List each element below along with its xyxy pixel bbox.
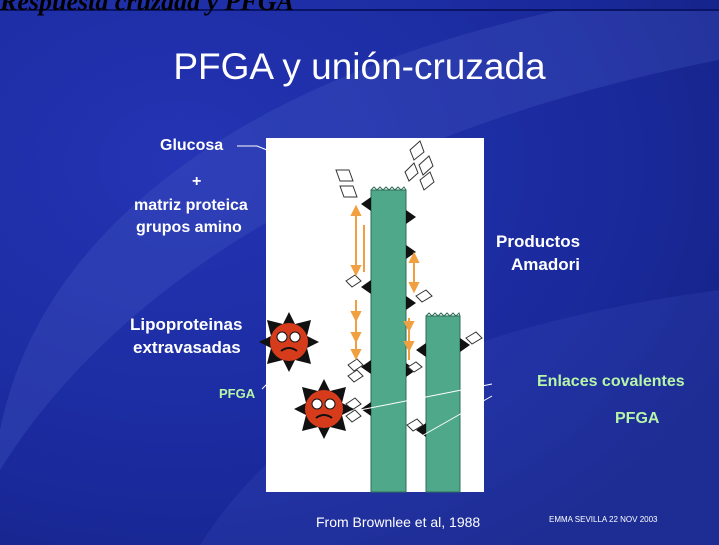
slide-title: PFGA y unión-cruzada: [173, 46, 546, 87]
label-productos: Productos: [496, 232, 581, 251]
label-matriz: matriz proteica: [134, 197, 248, 214]
label-pfga-right: PFGA: [615, 410, 660, 427]
label-enlaces: Enlaces covalentes: [537, 373, 685, 390]
label-lipoproteinas: Lipoproteinas: [130, 315, 243, 334]
citation: From Brownlee et al, 1988: [316, 514, 481, 530]
label-amadori: Amadori: [511, 255, 580, 274]
label-grupos: grupos amino: [136, 219, 242, 236]
footer-stamp: EMMA SEVILLA 22 NOV 2003: [549, 515, 658, 524]
label-extravasadas: extravasadas: [133, 338, 241, 357]
label-pfga-left: PFGA: [219, 386, 256, 401]
label-glucosa: Glucosa: [160, 137, 224, 154]
label-plus: +: [192, 173, 202, 190]
top-title: Respuesta cruzada y PFGA: [0, 0, 294, 16]
diagram-panel: [266, 138, 484, 492]
